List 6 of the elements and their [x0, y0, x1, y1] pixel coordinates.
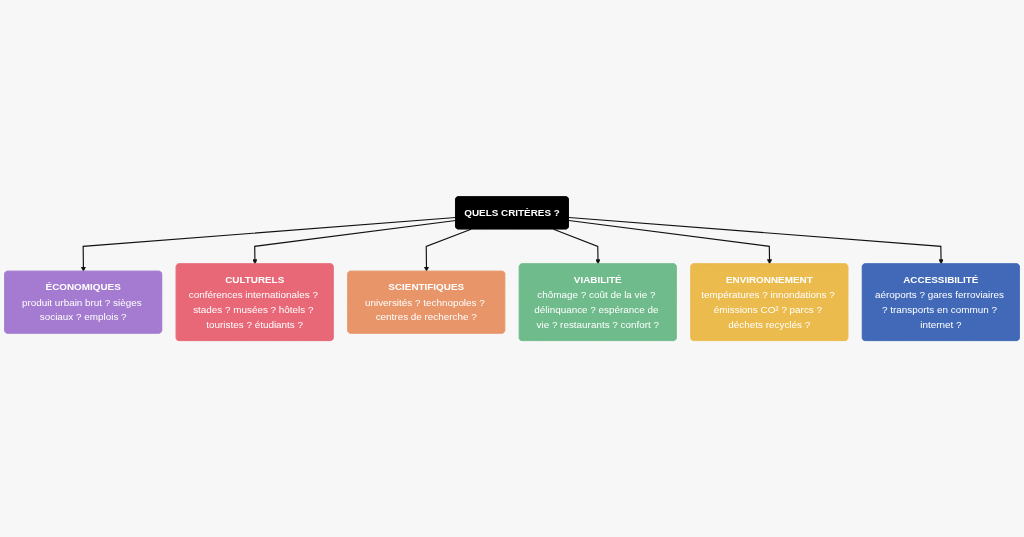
arrow: [568, 219, 773, 265]
arrow: [552, 228, 601, 265]
arrow: [568, 216, 944, 265]
arrow: [252, 219, 457, 265]
arrow: [80, 216, 457, 272]
arrow: [423, 228, 472, 272]
